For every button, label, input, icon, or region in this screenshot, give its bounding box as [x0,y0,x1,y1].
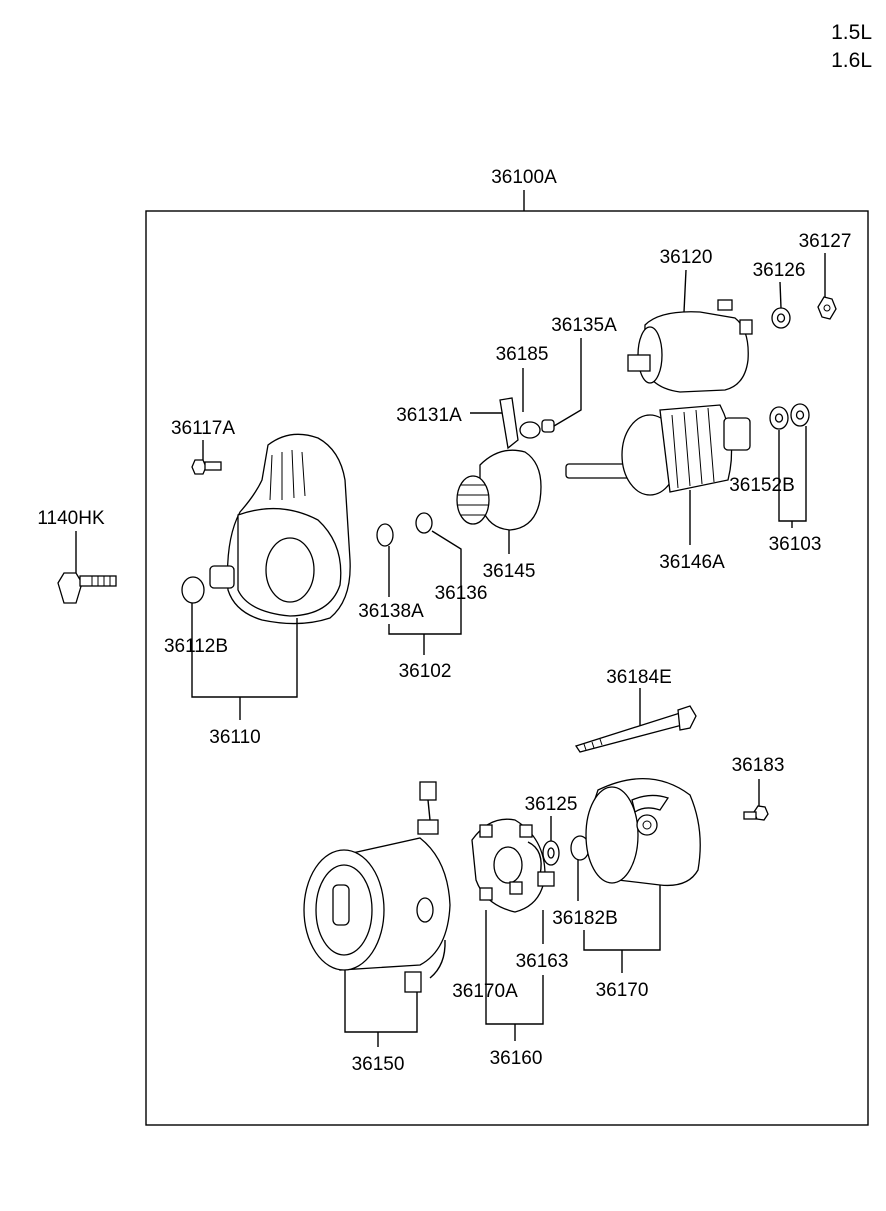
screw-36117A-part [191,459,222,475]
bolt-1140HK-part [57,572,117,604]
label-36125: 36125 [525,794,578,815]
rear-cover-36170-part [585,777,701,887]
washer-36126-part [771,307,791,329]
nut-36127-part [817,296,837,320]
label-36112B: 36112B [164,636,228,657]
shift-lever-part [499,397,555,450]
label-36127: 36127 [799,231,852,252]
armature-36146A-part [565,404,751,496]
label-36163: 36163 [516,951,569,972]
washers-36103-part [769,403,810,430]
label-36184E: 36184E [606,667,672,688]
label-36102: 36102 [399,661,452,682]
screw-36183-part [743,805,769,821]
label-36131A: 36131A [396,405,462,426]
label-36145: 36145 [483,561,536,582]
label-36135A: 36135A [551,315,617,336]
ring-36138A-part [376,523,394,547]
label-36150: 36150 [352,1054,405,1075]
label-36152B: 36152B [729,475,795,496]
yoke-36150-part [303,781,451,993]
engine-variant-1: 1.5L [831,21,872,44]
label-1140HK: 1140HK [37,508,105,529]
label-36120: 36120 [660,247,713,268]
label-36136: 36136 [435,583,488,604]
assembly-frame [145,210,869,1126]
through-bolt-36184E-part [574,705,697,753]
label-36146A: 36146A [659,552,725,573]
ring-36136-part [415,512,433,534]
pinion-clutch-36145-part [456,449,542,531]
label-36100A: 36100A [491,167,557,188]
label-36185: 36185 [496,344,549,365]
label-36170A: 36170A [452,981,518,1002]
solenoid-36120-part [627,299,753,393]
brush-holder-36160-part [471,818,555,913]
label-36126: 36126 [753,260,806,281]
label-36110: 36110 [209,727,260,748]
label-36183: 36183 [732,755,785,776]
front-housing-36110-part [181,433,351,625]
leader-lines [75,253,826,1047]
label-36117A: 36117A [171,418,235,439]
ring-36125-part [542,840,560,866]
label-36170: 36170 [596,980,649,1001]
label-36160: 36160 [490,1048,543,1069]
engine-variant-2: 1.6L [831,49,872,72]
label-36103: 36103 [769,534,822,555]
label-36138A: 36138A [358,601,424,622]
label-36182B: 36182B [552,908,618,929]
